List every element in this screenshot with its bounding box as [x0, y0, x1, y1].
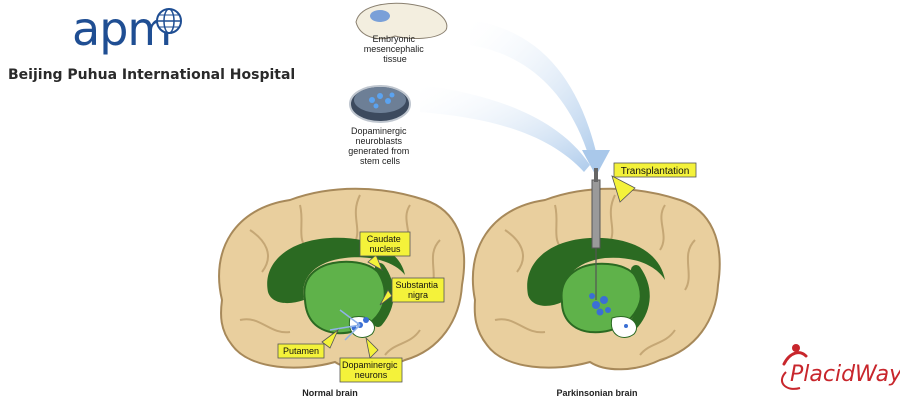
svg-text:Dopaminergic neuroblasts: Dopaminergic neuroblasts generated from … — [348, 126, 412, 166]
dopaminergic-pointer — [365, 336, 379, 359]
tissue-line-1: Embryonic — [372, 34, 415, 44]
label-putamen: Putamen — [277, 343, 325, 359]
putamen-pointer — [321, 328, 339, 349]
apm-logo-text: apm — [72, 2, 172, 56]
dopaminergic-line-1: Dopaminergic — [342, 360, 398, 370]
dopaminergic-line-2: neurons — [355, 370, 388, 380]
arrow-from-stemcells — [420, 85, 590, 172]
svg-text:Substantia nigra: Substantia nigra — [395, 280, 440, 300]
syringe-icon — [591, 168, 601, 300]
substantia-pointer — [379, 289, 393, 306]
caption-normal-brain: Normal brain — [302, 388, 358, 398]
caudate-pointer — [367, 254, 383, 271]
globe-icon — [156, 8, 182, 34]
tissue-line-2: mesencephalic — [364, 44, 425, 54]
stemcell-line-1: Dopaminergic — [351, 126, 407, 136]
placidway-logo-mark — [781, 344, 808, 390]
arrow-head-tissue — [582, 150, 610, 176]
caudate-line-2: nucleus — [369, 244, 401, 254]
stemcell-line-4: stem cells — [360, 156, 401, 166]
svg-text:Caudate nucleus: Caudate nucleus — [367, 234, 404, 254]
stemcell-line-3: generated from — [348, 146, 409, 156]
svg-text:Embryonic mesencephalic: Embryonic mesencephalic tissue — [364, 34, 427, 64]
hospital-name: Beijing Puhua International Hospital — [8, 67, 296, 83]
caudate-line-1: Caudate — [367, 234, 401, 244]
placidway-wordmark: PlacidWay — [790, 362, 900, 387]
petri-dish-icon — [349, 85, 411, 123]
tissue-line-3: tissue — [383, 54, 407, 64]
substantia-line-1: Substantia — [395, 280, 438, 290]
arrow-from-tissue — [470, 20, 598, 160]
putamen-text: Putamen — [283, 346, 319, 356]
label-caudate: Caudate nucleus — [359, 231, 411, 257]
label-transplantation: Transplantation — [613, 162, 697, 178]
transplantation-text: Transplantation — [621, 166, 690, 177]
transplant-pointer — [611, 175, 636, 203]
label-dopaminergic: Dopaminergic neurons — [339, 357, 403, 383]
caption-parkinsonian-brain: Parkinsonian brain — [556, 388, 637, 398]
label-substantia: Substantia nigra — [391, 277, 445, 303]
svg-text:Dopaminergic neurons: Dopaminergic neurons — [342, 360, 400, 380]
embryonic-brain-icon — [355, 2, 448, 40]
substantia-line-2: nigra — [408, 290, 428, 300]
stemcell-line-2: neuroblasts — [355, 136, 402, 146]
